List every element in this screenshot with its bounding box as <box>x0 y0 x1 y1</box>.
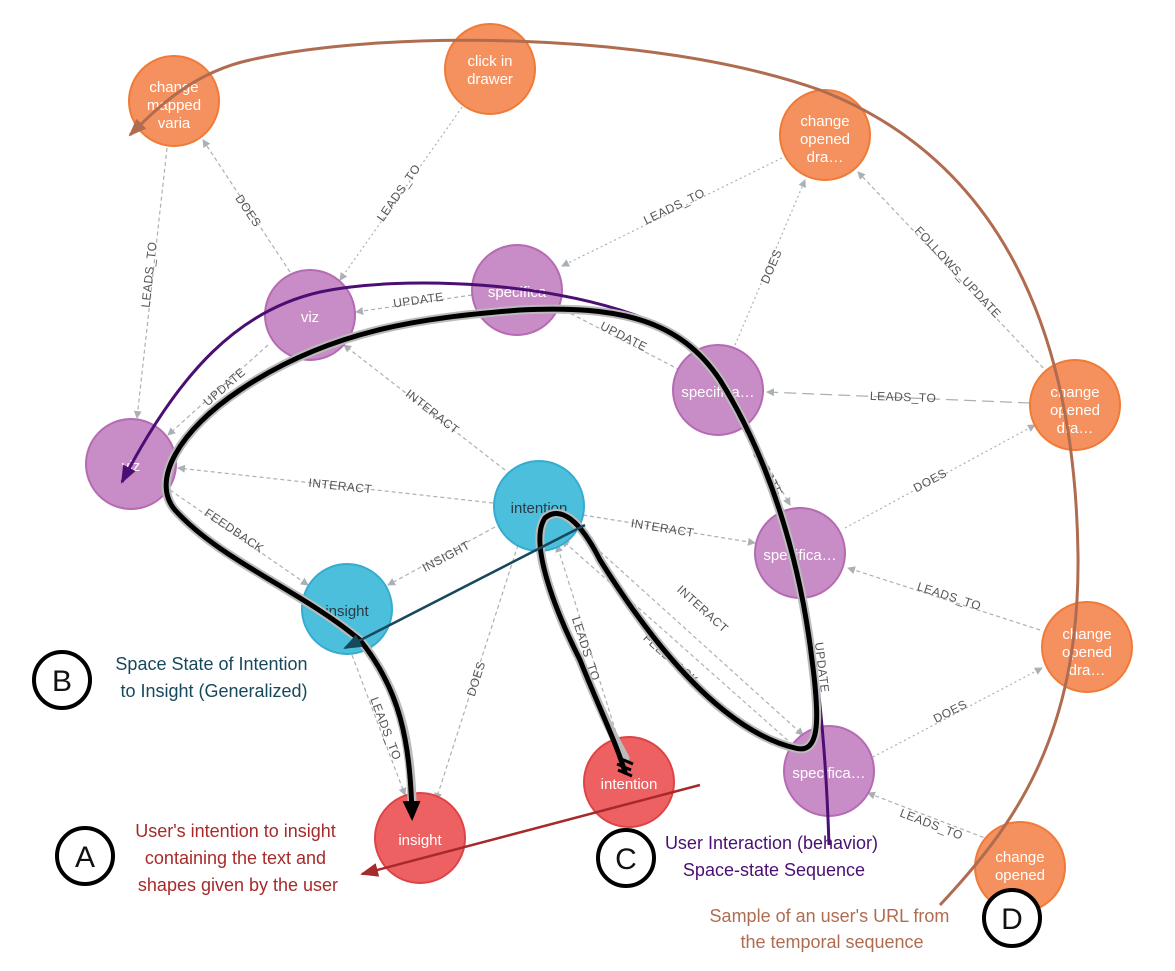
edge-label: DOES <box>931 697 969 726</box>
edge-does <box>844 424 1036 529</box>
intention-branch-path <box>537 515 628 775</box>
edge-label: FOLLOWS_UPDATE <box>912 224 1004 321</box>
edge-interact <box>573 527 804 736</box>
callout-a-text: User's intention to insight containing t… <box>135 821 341 895</box>
svg-text:specifica…: specifica… <box>681 384 754 401</box>
edge-update <box>167 344 269 436</box>
edge-leads-to <box>847 566 1041 631</box>
edge-interact <box>343 344 506 471</box>
node-intention-red[interactable]: intention <box>583 736 675 828</box>
badge-c <box>596 828 656 888</box>
edge-leads-to <box>561 157 783 267</box>
edge-label: LEADS_TO <box>915 579 983 613</box>
edge-leads-to <box>339 102 466 281</box>
node-insight-red[interactable]: insight <box>374 792 466 884</box>
edge-does <box>202 139 291 273</box>
callout-b: B Space State of Intention to Insight (G… <box>32 650 312 710</box>
edge-does <box>434 544 519 801</box>
edge-feedback <box>561 539 794 746</box>
badge-d <box>982 888 1042 948</box>
user-intention-arrow <box>360 783 701 877</box>
edge-label: DOES <box>911 466 949 495</box>
svg-text:specifica…: specifica… <box>763 547 836 564</box>
temporal-sequence-arc <box>128 38 1080 907</box>
intention-to-insight-path <box>163 306 820 821</box>
badge-a-letter: A <box>75 841 95 874</box>
edge-leads-to <box>133 147 168 419</box>
edge-label: DOES <box>758 247 785 286</box>
edge-label: FEEDBACK <box>202 506 267 556</box>
node-intention-center[interactable]: intention <box>493 460 585 552</box>
node-insight-cyan[interactable]: insight <box>301 563 393 655</box>
callout-b-text: Space State of Intention to Insight (Gen… <box>115 654 312 701</box>
edge-leads-to <box>351 654 407 796</box>
callout-d: D Sample of an user's URL from the tempo… <box>710 888 1042 952</box>
callouts: B Space State of Intention to Insight (G… <box>32 650 1042 952</box>
svg-text:insight: insight <box>325 603 369 620</box>
edge-does <box>872 667 1043 758</box>
edge-label: INTERACT <box>403 387 462 438</box>
edge-label: UPDATE <box>392 290 444 311</box>
edge-leads-to <box>867 791 991 841</box>
edge-update <box>355 294 473 315</box>
edge-interact <box>582 514 756 546</box>
edge-label: INTERACT <box>630 516 696 540</box>
badge-b-letter: B <box>52 665 72 698</box>
edge-label: DOES <box>464 659 488 698</box>
generalized-state-arrow <box>343 523 586 650</box>
edge-label: DOES <box>232 192 264 230</box>
callout-d-text: Sample of an user's URL from the tempora… <box>710 906 955 952</box>
callout-a: A User's intention to insight containing… <box>55 821 341 895</box>
graph-edges <box>133 102 1049 841</box>
edge-label: LEADS_TO <box>870 389 937 405</box>
edge-label: LEADS_TO <box>641 186 707 228</box>
node-viz-top[interactable]: viz <box>264 269 356 361</box>
edge-interact <box>177 464 494 504</box>
callout-c: C User Interaction (behavior) Space-stat… <box>596 828 883 888</box>
edge-update <box>559 307 681 371</box>
svg-text:viz: viz <box>301 309 319 326</box>
badge-b <box>32 650 92 710</box>
edge-insight <box>387 526 496 586</box>
badge-c-letter: C <box>615 843 637 876</box>
edge-leads-to <box>766 388 1031 404</box>
svg-text:intention: intention <box>601 776 658 793</box>
node-specifica-bottom[interactable]: specifica… <box>783 725 875 817</box>
callout-c-text: User Interaction (behavior) Space-state … <box>665 833 883 880</box>
svg-text:insight: insight <box>398 832 442 849</box>
edge-label: INTERACT <box>674 582 731 635</box>
node-specifica-mid[interactable]: specifica… <box>672 344 764 436</box>
edge-label: INTERACT <box>308 476 373 497</box>
path-end-marker <box>616 756 634 778</box>
badge-a <box>55 826 115 886</box>
badge-d-letter: D <box>1001 903 1023 936</box>
edge-label: LEADS_TO <box>898 806 965 843</box>
edge-label: LEADS_TO <box>139 241 160 309</box>
edge-label: INSIGHT <box>420 538 473 575</box>
annotation-overlays <box>120 38 1080 907</box>
svg-text:specifica…: specifica… <box>792 765 865 782</box>
edge-label: LEADS_TO <box>374 161 424 223</box>
